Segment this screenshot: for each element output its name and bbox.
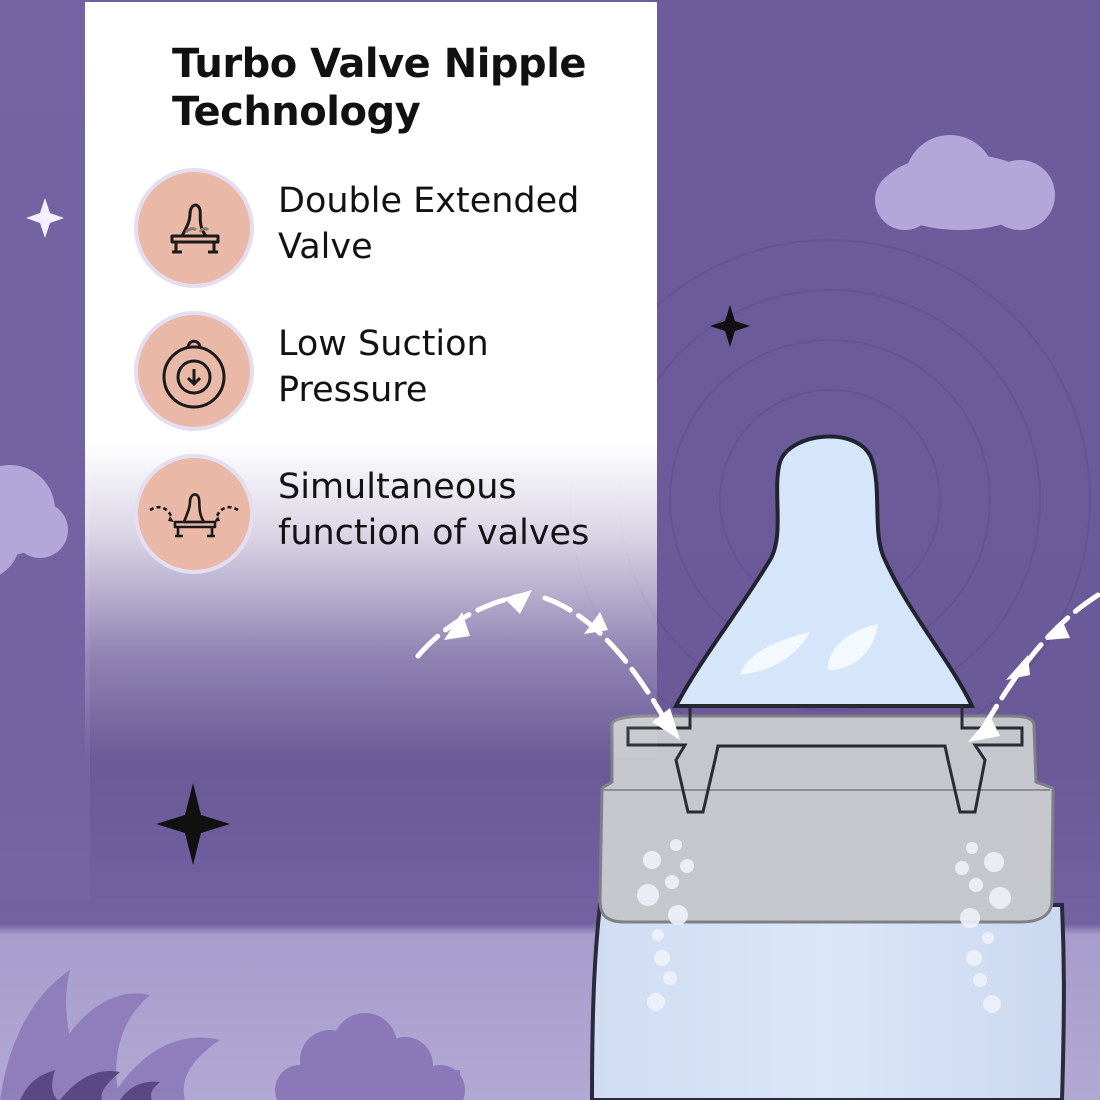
- sparkle-icon: [26, 198, 64, 238]
- leaf-icon: [0, 970, 220, 1100]
- bush-icon: [275, 1013, 465, 1100]
- bubble-icon: [637, 839, 1011, 1013]
- feature-label: Simultaneous function of valves: [278, 467, 590, 553]
- feature-double-extended-valve: Double Extended Valve: [138, 172, 638, 292]
- leaf-dark-icon: [20, 1070, 160, 1100]
- highlight: [740, 632, 810, 675]
- nipple-airflow-icon: [138, 458, 250, 570]
- info-card: Turbo Valve Nipple Technology Double Ext…: [85, 2, 657, 762]
- feature-label: Low Suction Pressure: [278, 324, 489, 410]
- cloud-left-icon: [0, 465, 68, 575]
- bottle-body: [589, 903, 1066, 1100]
- sparkle-icon: [710, 305, 750, 347]
- feature-low-suction-pressure: Low Suction Pressure: [138, 315, 638, 435]
- valve-flange: [626, 704, 1024, 814]
- card-title: Turbo Valve Nipple Technology: [172, 41, 587, 135]
- sparkle-icon: [156, 783, 230, 865]
- feature-label: Double Extended Valve: [278, 181, 580, 267]
- cloud-icon: [875, 135, 1055, 230]
- feature-simultaneous-valves: Simultaneous function of valves: [138, 458, 638, 578]
- suction-pressure-gauge-icon: [138, 315, 250, 427]
- nipple: [672, 434, 976, 708]
- highlight: [827, 624, 878, 670]
- nipple-valve-icon: [138, 172, 250, 284]
